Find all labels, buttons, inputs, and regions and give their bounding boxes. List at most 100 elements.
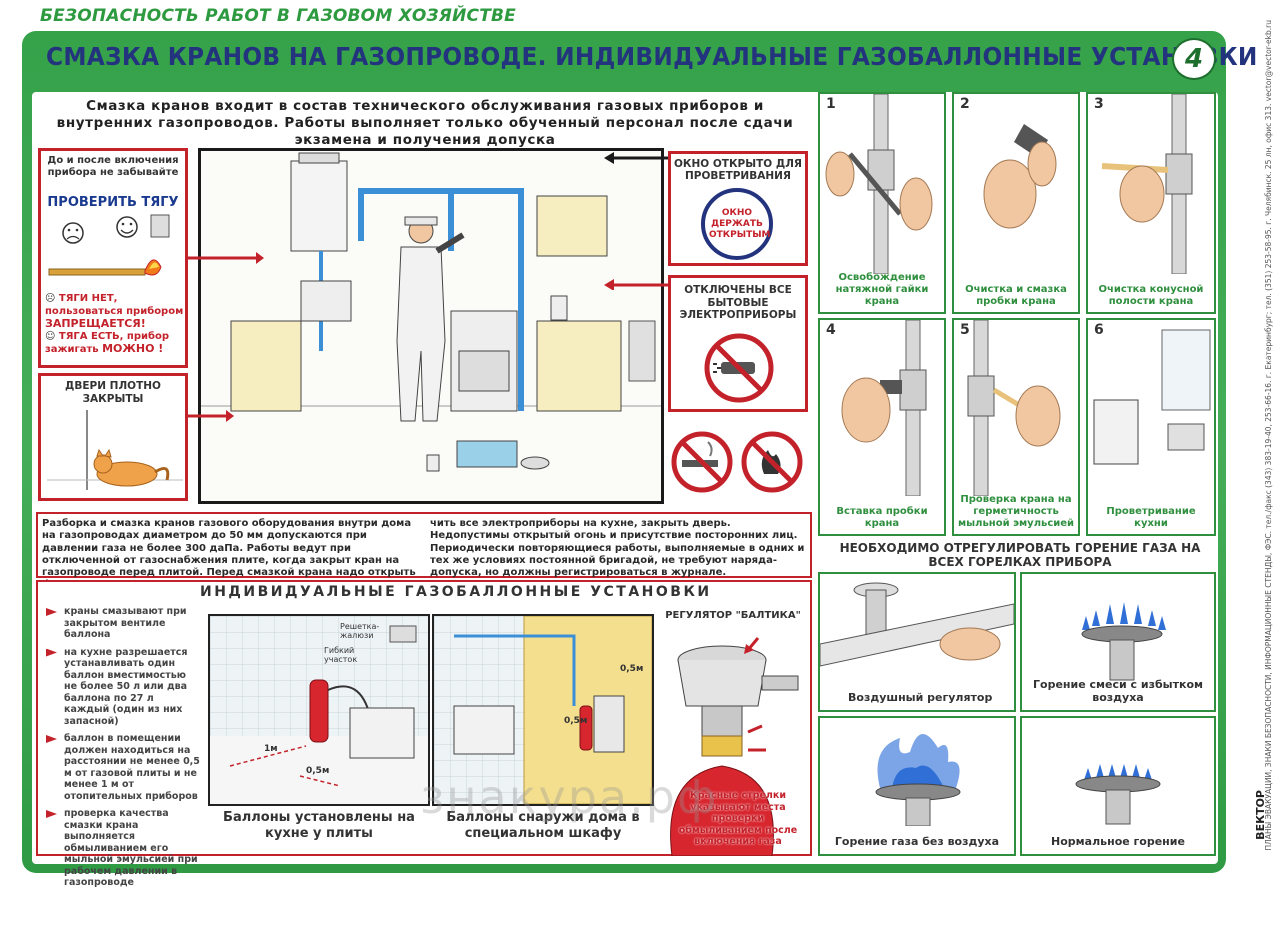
regulator-body <box>701 705 743 737</box>
step-5-panel: 5 Проверка крана на герметичность мыльно… <box>952 318 1080 536</box>
window-sign-text: ОКНО ДЕРЖАТЬ ОТКРЫТЫМ <box>709 207 771 240</box>
step-1-panel: 1 Освобождение натяжной гайки крана <box>818 92 946 314</box>
gas-stove <box>349 707 415 759</box>
burn-caption-2: Горение смеси с избытком воздуха <box>1033 678 1203 704</box>
sink-cabinet <box>230 320 302 412</box>
door-label: ДВЕРИ ПЛОТНО ЗАКРЫТЫ <box>65 380 161 405</box>
step-4-drawing <box>841 319 927 497</box>
appliances-off-panel: ОТКЛЮЧЕНЫ ВСЕ БЫТОВЫЕ ЭЛЕКТРОПРИБОРЫ <box>668 275 808 412</box>
gas-rule-item: проверка качества смазки крана выполняет… <box>44 808 200 889</box>
no-smoking-icon <box>671 431 733 493</box>
step-2-caption: Очистка и смазка пробки крана <box>965 284 1067 307</box>
outdoor-cylinder-drawing <box>434 615 653 805</box>
indoor-cylinder-drawing <box>210 616 428 804</box>
publisher-contacts: ПЛАНЫ ЭВАКУАЦИИ, ЗНАКИ БЕЗОПАСНОСТИ, ИНФ… <box>1264 20 1273 851</box>
door-closed-panel: ДВЕРИ ПЛОТНО ЗАКРЫТЫ <box>38 373 188 501</box>
step-5-number: 5 <box>960 322 970 338</box>
hand-icon <box>1015 385 1061 447</box>
step-1-caption: Освобождение натяжной гайки крана <box>835 272 929 307</box>
regulator-title: РЕГУЛЯТОР "БАЛТИКА" <box>665 610 801 621</box>
regulator-illustration <box>670 637 799 856</box>
hand-icon <box>841 377 891 443</box>
no-draft-verdict: ЗАПРЕЩАЕТСЯ! <box>45 317 146 330</box>
sink <box>300 280 352 322</box>
step-6-drawing <box>1093 329 1211 465</box>
gas-rule-item: на кухне разрешается устанавливать один … <box>44 647 200 728</box>
gas-cylinder <box>579 705 593 751</box>
hand-icon <box>983 159 1037 229</box>
sad-face-icon <box>62 222 84 244</box>
step-5-caption: Проверка крана на герметичность мыльной … <box>957 494 1075 529</box>
step-3-number: 3 <box>1094 96 1104 112</box>
radiator <box>628 320 656 382</box>
indoor-cylinder-caption: Баллоны установлены на кухне у плиты <box>223 810 415 841</box>
distance-1m-label: 1м <box>264 744 278 754</box>
watermark: знакура.рф <box>420 770 719 824</box>
burn-panel-air-regulator: Воздушный регулятор <box>818 572 1016 712</box>
air-regulator-drawing <box>819 582 1015 667</box>
step-5-drawing <box>967 319 1061 497</box>
burn-caption-4: Нормальное горение <box>1051 835 1185 848</box>
gas-stove <box>1093 399 1139 465</box>
step-2-drawing <box>983 124 1057 229</box>
no-electric-appliance-icon <box>704 333 774 403</box>
pointer-arrows-left <box>188 252 264 422</box>
match-stick <box>48 268 146 276</box>
worker-body <box>396 246 446 422</box>
step-1-number: 1 <box>826 96 836 112</box>
draft-ok-verdict: МОЖНО ! <box>102 342 164 355</box>
hose-label: Гибкий участок <box>324 646 358 664</box>
hand-icon <box>899 177 933 231</box>
burn-panel-no-air: Горение газа без воздуха <box>818 716 1016 856</box>
excess-air-flame-drawing <box>1081 602 1166 681</box>
burn-caption-1: Воздушный регулятор <box>848 691 993 704</box>
cat-body <box>96 461 158 487</box>
gas-pipe <box>358 188 524 411</box>
no-open-fire-icon <box>741 431 803 493</box>
floor-cabinet <box>536 320 622 412</box>
grease-tin <box>520 456 550 470</box>
valve-body <box>1165 153 1193 195</box>
cat-illustration <box>47 410 183 490</box>
valve-body <box>967 375 995 417</box>
gas-rule-item: баллон в помещении должен находиться на … <box>44 733 200 802</box>
grille-label: Решетка-жалюзи <box>340 622 380 640</box>
step-4-number: 4 <box>826 322 836 338</box>
step-6-panel: 6 Проветривание кухни <box>1086 318 1216 536</box>
distance-label-a: 0,5м <box>620 664 644 674</box>
cylinder-cabinet <box>593 695 625 753</box>
step-6-number: 6 <box>1094 322 1104 338</box>
hand-icon <box>939 627 1001 661</box>
kitchen-scene-drawing <box>201 151 661 501</box>
outdoor-cylinder-scene: 0,5м 0,5м <box>432 614 654 806</box>
no-air-flame-drawing <box>875 733 961 827</box>
step-2-panel: 2 Очистка и смазка пробки крана <box>952 92 1080 314</box>
toolbox <box>456 440 518 468</box>
vent-grille <box>150 214 170 238</box>
outdoor-cylinder-caption: Баллоны снаружи дома в специальном шкафу <box>446 810 640 841</box>
no-draft-text: ТЯГИ НЕТ, пользоваться прибором <box>45 293 184 317</box>
window <box>1161 329 1211 411</box>
distance-label-b: 0,5м <box>564 716 588 726</box>
wall-cabinet <box>536 195 608 257</box>
window-sign: ОКНО ДЕРЖАТЬ ОТКРЫТЫМ <box>701 188 773 260</box>
step-6-caption: Проветривание кухни <box>1106 506 1196 529</box>
step-1-drawing <box>825 93 933 275</box>
draft-headline: ПРОВЕРИТЬ ТЯГУ <box>47 195 179 210</box>
burn-panel-excess-air: Горение смеси с избытком воздуха <box>1020 572 1216 712</box>
step-3-drawing <box>1101 93 1193 275</box>
kitchen-illustration <box>198 148 664 504</box>
gas-rules-list: краны смазывают при закрытом вентиле бал… <box>44 606 200 895</box>
step-4-caption: Вставка пробки крана <box>836 506 928 529</box>
procedure-text-col2: чить все электроприборы на кухне, закрыт… <box>430 518 805 579</box>
hand-icon <box>1119 165 1165 223</box>
procedure-text-panel: Разборка и смазка кранов газового оборуд… <box>36 512 812 590</box>
gas-stove <box>453 705 515 755</box>
window-label: ОКНО ОТКРЫТО ДЛЯ ПРОВЕТРИВАНИЯ <box>673 158 803 182</box>
gas-water-heater <box>290 160 348 252</box>
step-3-panel: 3 Очистка конусной полости крана <box>1086 92 1216 314</box>
step-3-caption: Очистка конусной полости крана <box>1098 284 1204 307</box>
burn-panel-normal: Нормальное горение <box>1020 716 1216 856</box>
regulator-note: Красные стрелки указывают места проверки… <box>678 790 798 847</box>
indoor-cylinder-scene: Решетка-жалюзи Гибкий участок 1м 0,5м <box>208 614 430 806</box>
